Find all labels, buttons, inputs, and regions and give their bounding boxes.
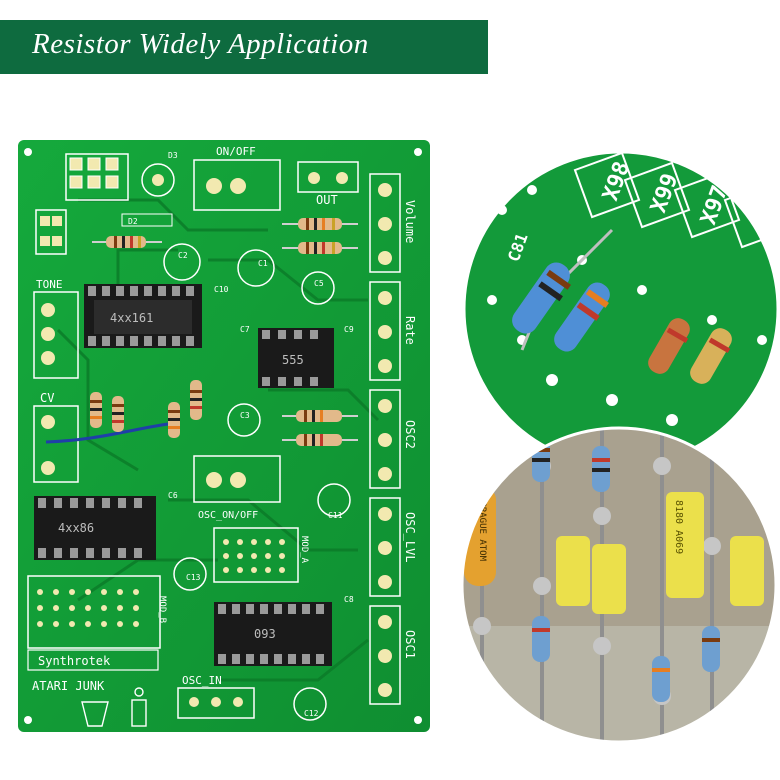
capacitor: 8180 A069 bbox=[556, 492, 764, 614]
resistor bbox=[282, 434, 358, 446]
c5-label: C5 bbox=[314, 279, 324, 288]
trash-logo-icon bbox=[81, 687, 147, 727]
c3-label: C3 bbox=[240, 411, 250, 420]
on-off-label: ON/OFF bbox=[216, 145, 256, 158]
chip2-label: 4xx86 bbox=[58, 521, 94, 535]
osc-lvl-label: OSC_LVL bbox=[403, 512, 417, 563]
c12-label: C12 bbox=[304, 709, 319, 718]
atari-label: ATARI JUNK bbox=[32, 679, 105, 693]
chip4-label: 093 bbox=[254, 627, 276, 641]
c9-label: C9 bbox=[344, 325, 354, 334]
osc1-label: OSC1 bbox=[403, 630, 417, 659]
closeup2-label: SPRAGUE ATOM bbox=[477, 496, 487, 562]
cv-label: CV bbox=[40, 391, 54, 405]
pcb-photo: D3 ON/OFF OUT D2 C2 C1 C5 TONE bbox=[18, 140, 430, 732]
chip1-label: 4xx161 bbox=[110, 311, 153, 325]
osc2-label: OSC2 bbox=[403, 420, 417, 449]
osc-in-label: OSC_IN bbox=[182, 674, 222, 687]
tone-label: TONE bbox=[36, 278, 63, 291]
resistor bbox=[90, 392, 102, 428]
c10-label: C10 bbox=[214, 285, 229, 294]
resistor bbox=[648, 318, 690, 374]
rate-label: Rate bbox=[403, 316, 417, 345]
resistor bbox=[532, 436, 720, 702]
ic-chip: 093 bbox=[214, 602, 332, 666]
d3-label: D3 bbox=[168, 151, 178, 160]
resistor bbox=[282, 410, 358, 422]
mod-a-label: MOD_A bbox=[299, 536, 309, 564]
c7-label: C7 bbox=[240, 325, 250, 334]
c8-label: C8 bbox=[344, 595, 354, 604]
closeup2-label: 8180 A069 bbox=[673, 500, 684, 554]
banner-title: Resistor Widely Application bbox=[32, 28, 369, 60]
out-label: OUT bbox=[316, 193, 338, 207]
ic-chip: 4xx161 bbox=[84, 284, 202, 348]
osc-on-off-label: OSC_ON/OFF bbox=[198, 510, 258, 521]
ic-chip: 555 bbox=[258, 328, 334, 388]
resistor bbox=[690, 328, 732, 384]
closeup-green-board: X98 X99 X97 C81 bbox=[462, 150, 780, 468]
closeup-vintage-board: SPRAGUE ATOM 8180 A069 bbox=[460, 426, 778, 744]
resistor bbox=[282, 218, 358, 230]
volume-label: Volume bbox=[403, 200, 417, 243]
brand-label: Synthrotek bbox=[38, 654, 111, 668]
resistor bbox=[112, 396, 124, 432]
resistor bbox=[554, 282, 610, 352]
c13-label: C13 bbox=[186, 573, 201, 582]
ic-chip: 4xx86 bbox=[34, 496, 156, 560]
resistor bbox=[92, 236, 162, 248]
c6-label: C6 bbox=[168, 491, 178, 500]
title-banner: Resistor Widely Application bbox=[0, 20, 488, 74]
c2-label: C2 bbox=[178, 251, 188, 260]
resistor bbox=[168, 402, 180, 438]
resistor bbox=[282, 242, 358, 254]
chip3-label: 555 bbox=[282, 353, 304, 367]
resistor bbox=[190, 380, 202, 420]
mod-b-label: MOD_B bbox=[157, 596, 167, 623]
c1-label: C1 bbox=[258, 259, 268, 268]
d2-label: D2 bbox=[128, 217, 138, 226]
resistor bbox=[512, 228, 614, 351]
c11-label: C11 bbox=[328, 511, 343, 520]
